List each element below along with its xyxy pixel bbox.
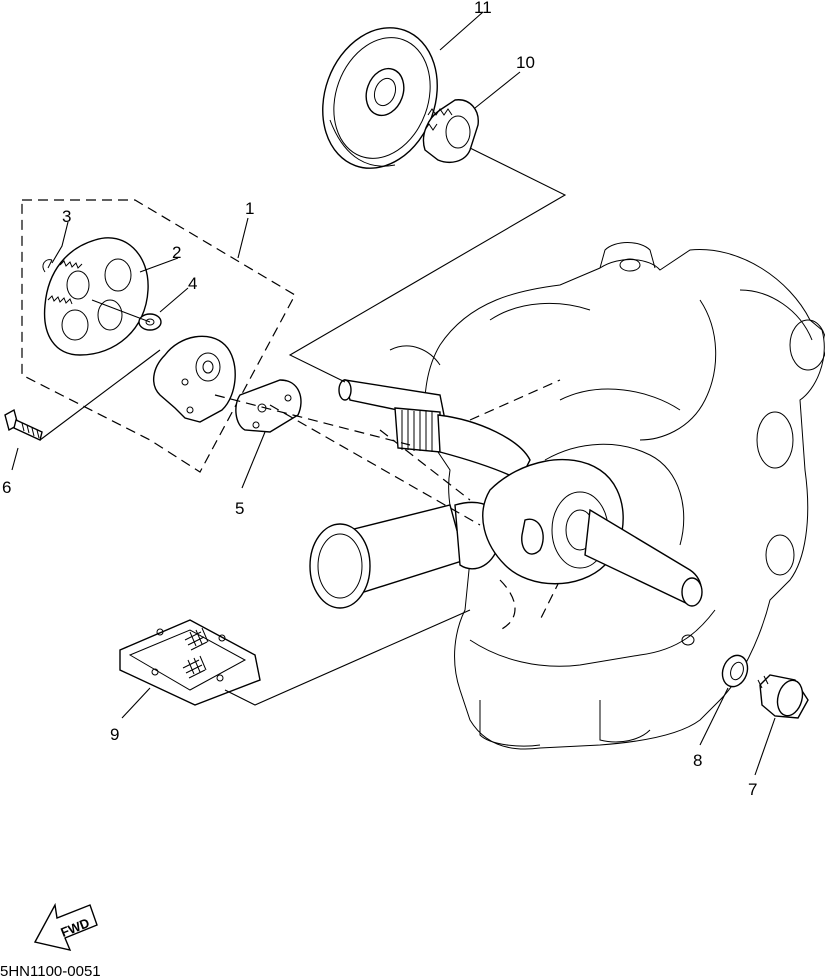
fwd-arrow-icon: FWD — [33, 902, 98, 951]
callout-5: 5 — [235, 499, 244, 518]
callout-11: 11 — [474, 0, 492, 17]
callout-2: 2 — [172, 243, 181, 262]
part-10-pump-drive-gear — [422, 99, 479, 163]
balancer-shaft — [309, 501, 502, 609]
part-1-assembly-boundary — [21, 199, 296, 473]
oil-pump-drive-shaft — [338, 345, 531, 481]
callout-3: 3 — [62, 207, 71, 226]
part-9-oil-strainer — [119, 619, 261, 706]
part-5-gasket — [235, 379, 302, 433]
callout-1: 1 — [245, 199, 254, 218]
callout-6: 6 — [2, 478, 11, 497]
callout-9: 9 — [110, 725, 119, 744]
callout-10: 10 — [516, 53, 535, 72]
callout-4: 4 — [188, 274, 197, 293]
part-7-drain-plug — [757, 674, 809, 719]
drawing-code: 5HN1100-0051 — [0, 963, 101, 977]
crankshaft — [482, 458, 703, 607]
part-6-bolt — [4, 408, 43, 441]
part-3-circlip — [42, 259, 53, 273]
part-2-pump-rotor — [43, 237, 149, 356]
part-1-pump-housing — [153, 335, 236, 423]
part-11-pump-driven-gear — [322, 27, 438, 169]
part-8-gasket-washer — [721, 654, 749, 688]
callout-8: 8 — [693, 751, 702, 770]
leader-lines — [11, 11, 776, 776]
callout-7: 7 — [748, 780, 757, 799]
